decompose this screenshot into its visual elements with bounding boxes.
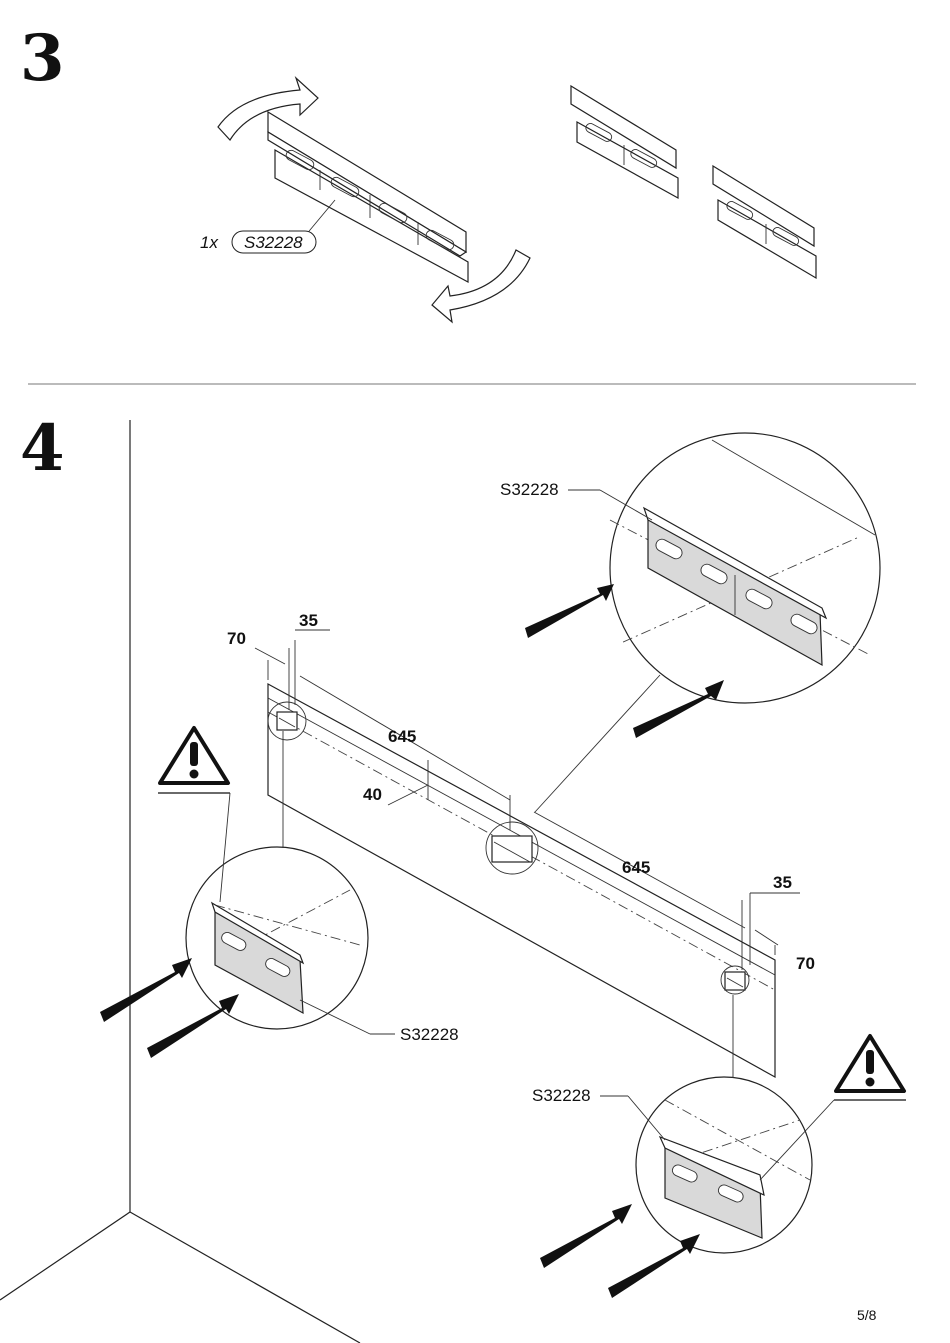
- dim-vertical-offset: 40: [363, 785, 382, 804]
- callout-bottom-right: S32228: [532, 1086, 591, 1105]
- rotate-arrow-bottom-icon: [431, 249, 531, 324]
- warning-icon: [158, 726, 231, 903]
- warning-icon: [759, 1034, 906, 1181]
- callout-left: S32228: [400, 1025, 459, 1044]
- dim-first-gap: 645: [388, 727, 416, 746]
- dim-right-spacing: 35: [773, 873, 792, 892]
- push-arrow-icon: [100, 584, 724, 1298]
- bracket-marker-right: [720, 965, 750, 995]
- dim-left-spacing: 35: [299, 611, 318, 630]
- page-number: 5/8: [857, 1307, 877, 1323]
- step3-quantity: 1x: [200, 233, 218, 252]
- callout-top-right: S32228: [500, 480, 559, 499]
- rail-part-split-left: [570, 84, 679, 200]
- rail-part-long: [267, 110, 469, 284]
- detail-circle-bottom-right: [635, 995, 813, 1254]
- step-4-number: 4: [20, 411, 65, 486]
- wall-corner: [0, 420, 361, 1343]
- bracket-marker-center: [485, 821, 539, 875]
- detail-circle-left: [185, 731, 371, 1035]
- rotate-arrow-top-icon: [217, 76, 319, 141]
- step3-part-code: S32228: [244, 233, 303, 252]
- dim-right-offset: 70: [796, 954, 815, 973]
- detail-circle-top-right: [534, 432, 881, 813]
- step-3-number: 3: [20, 21, 65, 96]
- part-code-badge: [231, 230, 317, 254]
- dimension-lines: [254, 629, 800, 970]
- bracket-marker-left: [267, 701, 307, 741]
- rail-part-split-right: [712, 164, 817, 280]
- dim-left-offset: 70: [227, 629, 246, 648]
- dim-second-gap: 645: [622, 858, 650, 877]
